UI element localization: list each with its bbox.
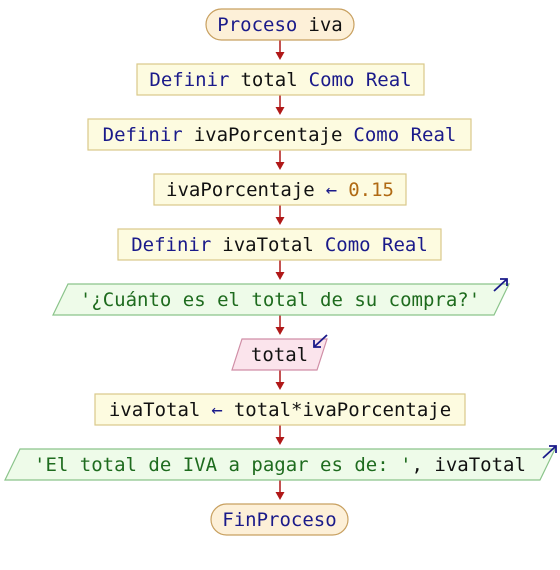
assign-ivaporcentaje-node[interactable]: ivaPorcentaje←0.15 [153, 173, 407, 206]
assign-ivaporcentaje-text: ivaPorcentaje←0.15 [166, 179, 394, 201]
output-result-text: 'El total de IVA a pagar es de: ', ivaTo… [34, 454, 526, 476]
assign-ivatotal-text: ivaTotal←total*ivaPorcentaje [109, 399, 451, 421]
output-arrow-icon [493, 278, 508, 292]
output-prompt-text: '¿Cuánto es el total de su compra?' [80, 289, 480, 311]
end-text: FinProceso [222, 509, 336, 531]
process-name: iva [308, 14, 342, 36]
output-result-node[interactable]: 'El total de IVA a pagar es de: ', ivaTo… [4, 445, 557, 481]
end-node[interactable]: FinProceso [210, 503, 349, 536]
input-total-node[interactable]: total [231, 334, 328, 371]
output-arrow-icon [542, 445, 557, 459]
input-total-text: total [251, 344, 308, 366]
assign-ivatotal-node[interactable]: ivaTotal←total*ivaPorcentaje [94, 393, 466, 426]
assign-arrow: ← [211, 399, 222, 421]
assign-arrow: ← [326, 179, 337, 201]
output-prompt-node[interactable]: '¿Cuánto es el total de su compra?' [52, 278, 510, 316]
input-arrow-icon [313, 334, 328, 348]
